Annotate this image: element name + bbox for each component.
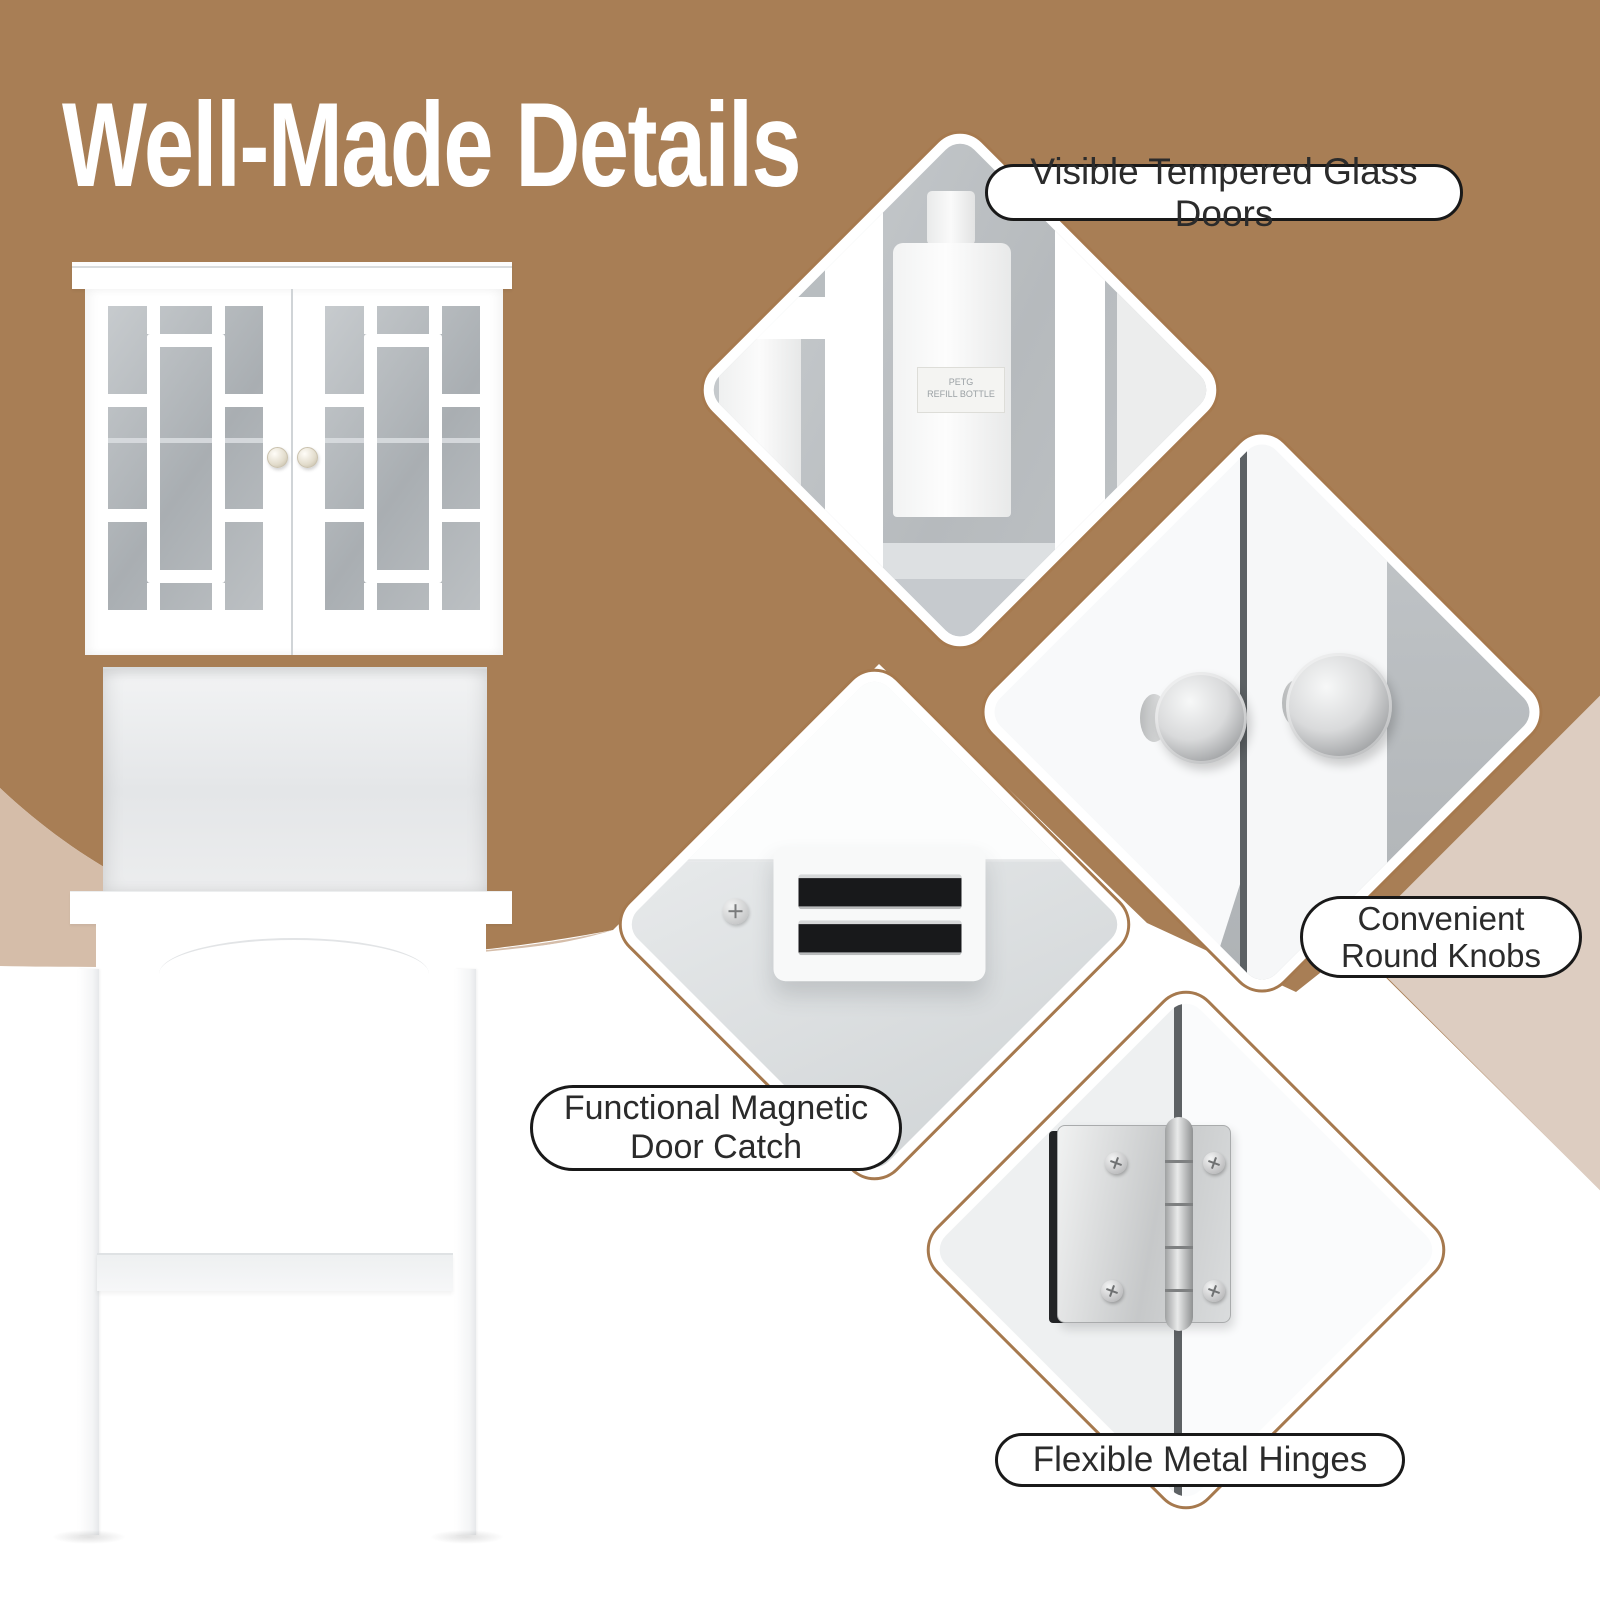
door-gap	[291, 289, 293, 655]
callout-label-text: Visible Tempered Glass Doors	[1030, 150, 1418, 234]
door-lattice-bar	[442, 509, 480, 522]
bottle-cap	[927, 191, 975, 245]
screw-icon	[722, 897, 749, 924]
magnet-strip	[798, 919, 962, 955]
door-lattice-bar	[108, 394, 147, 407]
door-lattice-bar	[429, 306, 442, 334]
screw-icon	[1203, 1152, 1225, 1174]
hinge-barrel	[1165, 1117, 1193, 1331]
door-lattice-bar	[108, 509, 147, 522]
background-beige-diamond	[1369, 558, 1600, 1328]
callout-label-text: Door Catch	[630, 1128, 802, 1166]
cabinet-knob-right	[297, 447, 318, 468]
door-lattice-bar	[429, 583, 442, 610]
cabinet-leg-right	[455, 969, 476, 1535]
door-lattice-bar	[225, 509, 263, 522]
cabinet-crown	[72, 262, 512, 289]
screw-icon	[1101, 1280, 1123, 1302]
callout-label-text: Flexible Metal Hinges	[1032, 1440, 1368, 1479]
round-knob-right	[1286, 653, 1392, 759]
bottle-label-line1: PETG	[948, 377, 974, 387]
callout-label-text: Functional Magnetic	[563, 1089, 869, 1127]
cabinet-inner-shelf-edge	[325, 438, 480, 443]
cabinet-right-door-glass	[325, 306, 480, 610]
cabinet-inner-shelf-edge	[108, 438, 263, 443]
hinge-knuckle-line	[1165, 1246, 1193, 1249]
door-lattice-bar	[225, 394, 263, 407]
cabinet-left-door-glass	[108, 306, 263, 610]
callout-label-round-knobs: Convenient Round Knobs	[1300, 896, 1582, 978]
bottle-label: PETG REFILL BOTTLE	[917, 367, 1005, 413]
callout-label-metal-hinges: Flexible Metal Hinges	[995, 1433, 1405, 1487]
magnet-strip	[798, 873, 962, 909]
foot-shadow	[430, 1530, 504, 1544]
door-lattice-ring	[364, 334, 442, 583]
round-knob-left	[1155, 672, 1247, 764]
cabinet-knob-left	[267, 447, 288, 468]
door-lattice-bar	[325, 394, 364, 407]
magnetic-catch-block	[773, 845, 986, 981]
cabinet-crossbar	[97, 1253, 453, 1291]
cabinet-baseboard	[70, 891, 512, 924]
callout-label-text: Round Knobs	[1341, 937, 1541, 974]
door-lattice-bar	[442, 394, 480, 407]
cabinet-open-shelf	[103, 667, 487, 891]
callout-label-text: Convenient	[1357, 900, 1525, 937]
screw-icon	[1105, 1152, 1127, 1174]
callout-label-glass-doors: Visible Tempered Glass Doors	[985, 151, 1463, 234]
hinge-knuckle-line	[1165, 1289, 1193, 1292]
door-lattice-bar	[147, 583, 160, 610]
hinge-knuckle-line	[1165, 1160, 1193, 1163]
foot-shadow	[52, 1530, 126, 1544]
door-lattice-bar	[325, 509, 364, 522]
page-title: Well-Made Details	[62, 78, 802, 212]
door-lattice-bar	[212, 306, 225, 334]
hinge-knuckle-line	[1165, 1203, 1193, 1206]
door-lattice-bar	[147, 306, 160, 334]
cabinet-body	[85, 289, 503, 655]
door-lattice-ring	[147, 334, 225, 583]
bottle-label-line2: REFILL BOTTLE	[927, 389, 995, 399]
callout-label-magnetic-catch: Functional Magnetic Door Catch	[530, 1085, 902, 1171]
cabinet-apron-arch	[159, 938, 429, 1010]
cabinet-leg-left	[78, 969, 99, 1535]
door-gap-line	[1174, 995, 1182, 1129]
door-lattice-bar	[212, 583, 225, 610]
door-lattice-bar	[364, 583, 377, 610]
door-lattice-bar	[364, 306, 377, 334]
screw-icon	[1203, 1280, 1225, 1302]
